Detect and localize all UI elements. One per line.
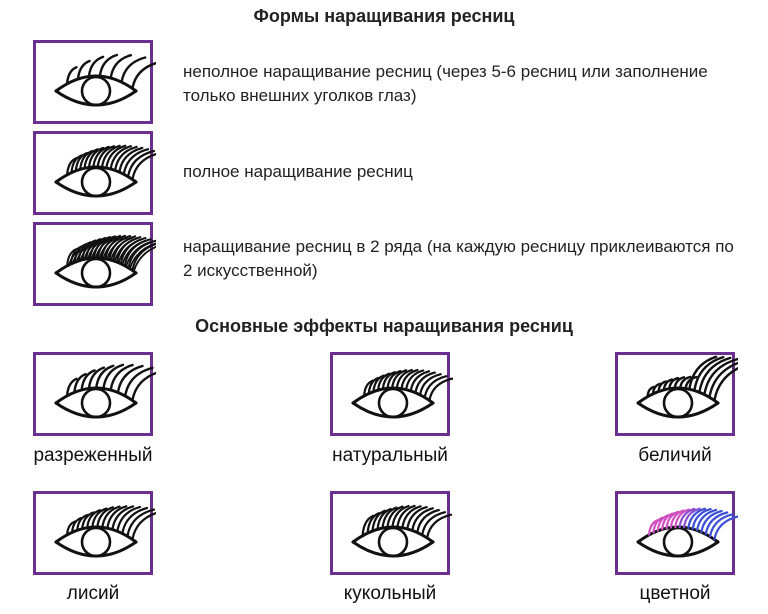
effect-image-squirrel — [615, 352, 738, 436]
effect-image-natural — [330, 352, 453, 436]
effect-label-sparse: разреженный — [33, 445, 153, 466]
effects-title: Основные эффекты наращивания ресниц — [195, 316, 573, 336]
form-image-double-row — [33, 222, 156, 306]
forms-title: Формы наращивания ресниц — [253, 6, 515, 26]
colored-effect-eye-icon — [636, 507, 738, 558]
sparse-lash-eye-icon — [54, 53, 156, 107]
natural-effect-eye-icon — [351, 368, 453, 419]
effect-image-sparse — [33, 352, 156, 436]
effect-label-natural: натуральный — [332, 445, 448, 466]
effect-label-fox: лисий — [66, 583, 120, 604]
form-description-double-row: наращивание ресниц в 2 ряда (на каждую р… — [183, 237, 734, 280]
effect-label-doll: кукольный — [343, 583, 437, 604]
form-description-full: полное наращивание ресниц — [183, 162, 413, 181]
full-lash-eye-icon — [54, 144, 156, 198]
effect-image-doll — [330, 491, 453, 575]
form-image-sparse — [33, 40, 156, 124]
effect-label-colored: цветной — [639, 583, 711, 604]
squirrel-effect-eye-icon — [636, 355, 738, 419]
effect-image-fox — [33, 491, 156, 575]
double-row-lash-eye-icon — [54, 234, 156, 289]
doll-effect-eye-icon — [351, 504, 453, 558]
sparse-effect-eye-icon — [54, 363, 156, 419]
effect-label-squirrel: беличий — [638, 445, 712, 466]
form-image-full — [33, 131, 156, 215]
form-description-sparse: неполное наращивание ресниц (через 5-6 р… — [183, 62, 708, 105]
fox-effect-eye-icon — [54, 505, 156, 558]
effect-image-colored — [615, 491, 738, 575]
